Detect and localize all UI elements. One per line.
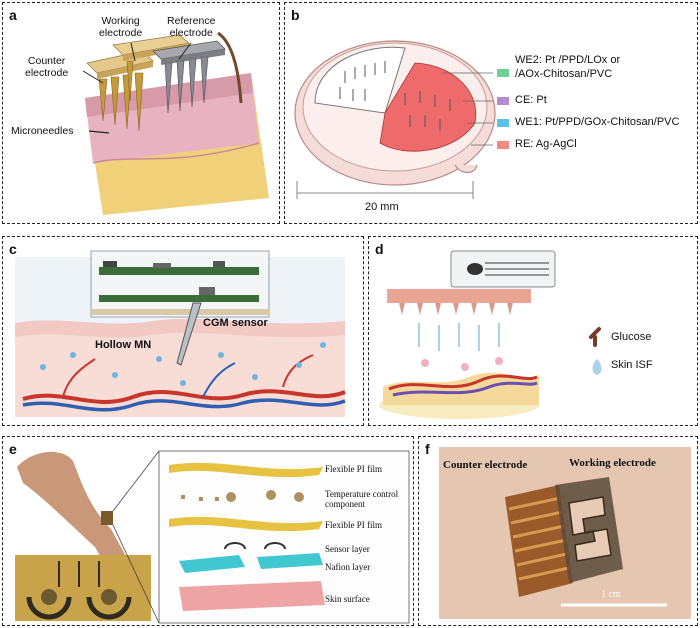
hair-icon (217, 31, 243, 104)
panel-b-letter: b (291, 7, 300, 23)
hollow-microneedle (176, 302, 202, 366)
working-electrode-label-f: Working electrode (569, 457, 656, 469)
wearable-layer-illustration (15, 450, 410, 624)
artery (388, 374, 538, 391)
steel-microneedles (164, 56, 209, 114)
glucose-icon (589, 327, 601, 347)
legend-we1: WE1: Pt/PPD/GOx-Chitosan/PVC (515, 116, 680, 128)
layer-label-skin: Skin surface (325, 594, 370, 604)
patch-needles (339, 61, 451, 131)
sensor-chip-photo (15, 555, 151, 621)
pi-film-bottom (169, 516, 323, 532)
scale-label-f: 1 cm (601, 589, 621, 600)
counter-electrode-label-f: Counter electrode (443, 459, 528, 471)
microneedles-label: Microneedles (11, 125, 74, 137)
patch-sensor-illustration (294, 40, 496, 199)
temperature-components (181, 490, 304, 502)
legend-we2: WE2: Pt /PPD/LOx or /AOx-Chitosan/PVC (515, 54, 621, 80)
layer-label-pi-bottom: Flexible PI film (325, 520, 382, 530)
isf-arrows (418, 323, 500, 351)
pi-film-top (169, 462, 323, 478)
legend-glucose: Glucose (611, 331, 652, 343)
artery (22, 389, 346, 404)
circuit-board-bottom (99, 295, 259, 302)
legend-swatch-we2 (497, 69, 509, 77)
layer-label-pi-top: Flexible PI film (325, 464, 382, 474)
hollow-mn-label: Hollow MN (95, 339, 152, 351)
panel-c-letter: c (9, 241, 17, 257)
circuit-board-top (99, 267, 259, 275)
legend-swatch-re (497, 141, 509, 149)
panel-c: c CGM sensor Hollow MN (2, 236, 364, 426)
scale-label: 20 mm (365, 201, 399, 213)
panel-f-letter: f (425, 441, 430, 457)
working-electrode-label: Working electrode (99, 15, 143, 39)
vein (392, 381, 538, 397)
nafion-right (257, 553, 323, 569)
sensor-layer (224, 542, 286, 550)
legend-skin-isf: Skin ISF (611, 359, 653, 371)
reference-electrode-label: Reference electrode (167, 15, 216, 39)
skin-surface (179, 581, 325, 611)
isf-dots (40, 342, 326, 386)
legend-re: RE: Ag-AgCl (515, 138, 577, 150)
legend-ce: CE: Pt (515, 94, 547, 106)
electrode-pattern (505, 477, 623, 597)
microneedle-patch (387, 289, 531, 303)
cgm-skin-illustration (15, 250, 346, 417)
panel-f: f Counter electrode Working electrode 1 … (418, 436, 698, 626)
panel-a: a (2, 2, 280, 224)
panel-d: d Glucose Skin ISF (368, 236, 698, 426)
panel-d-letter: d (375, 241, 384, 257)
dermis (15, 332, 345, 417)
electrode-photo (439, 447, 691, 619)
panel-a-letter: a (9, 7, 17, 23)
legend-swatch-ce (497, 97, 509, 105)
counter-electrode-label: Counter electrode (25, 55, 69, 79)
legend-swatch-we1 (497, 119, 509, 127)
droplet-icon (592, 359, 602, 375)
layer-label-nafion: Nafion layer (325, 562, 371, 572)
panel-e: e Flex (2, 436, 414, 626)
layer-label-sensor: Sensor layer (325, 544, 370, 554)
vein (22, 398, 346, 412)
nafion-left (179, 555, 245, 573)
we2-region (314, 46, 406, 114)
gold-microneedles (98, 60, 144, 132)
layer-label-temperature: Temperature control component (325, 489, 399, 509)
cgm-sensor-label: CGM sensor (203, 317, 268, 329)
panel-e-letter: e (9, 441, 17, 457)
cgm-device-housing (90, 250, 270, 318)
panel-b: b WE2: Pt /PPD/LOx or /AOx-Chitosan/PVC (284, 2, 698, 224)
skin-microneedle-illustration (82, 31, 269, 215)
isf-extraction-illustration (379, 250, 602, 419)
